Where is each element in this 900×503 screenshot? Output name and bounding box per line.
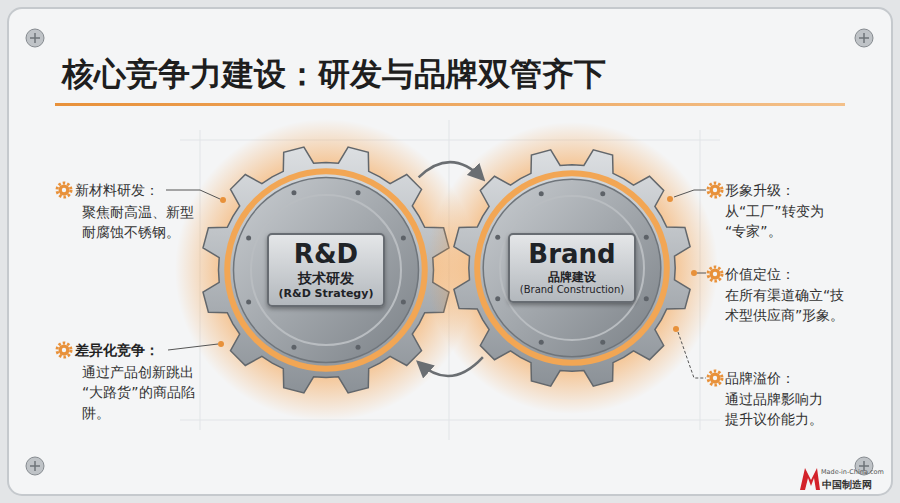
gear-bolt [246, 235, 251, 240]
watermark: Made-in-China.com [821, 469, 884, 476]
gear-icon-hole [713, 376, 717, 380]
gear-title: R&D [279, 239, 374, 270]
gear-inner-ring [251, 195, 401, 345]
gear-bolt [495, 296, 500, 301]
gear-icon-teeth [57, 183, 71, 197]
gear-bolt [401, 235, 406, 240]
gear-icon-hole [62, 188, 66, 192]
leader-dot [691, 270, 697, 276]
gear-icon-teeth [57, 343, 71, 357]
gear-icon-hole [62, 348, 66, 352]
leader-line [678, 332, 706, 378]
callout-heading: 新材料研发： [75, 180, 159, 200]
gear-icon-teeth [708, 371, 722, 385]
callout-heading: 差异化竞争： [75, 340, 159, 360]
gear-icon [57, 343, 71, 357]
gear-bolt [644, 235, 649, 240]
leader-lines [166, 190, 706, 378]
screws [26, 29, 873, 475]
logo-mark [800, 468, 820, 490]
screw-slot [30, 33, 869, 471]
leader-line [674, 190, 706, 197]
gear-icon-hole [713, 188, 717, 192]
gear-bolt [495, 235, 500, 240]
gear-inner-ring [500, 196, 644, 340]
gear-subtitle: 技术研发 [279, 270, 374, 287]
callout-body: 在所有渠道确立“技术型供应商”形象。 [725, 285, 853, 326]
leader-dot [220, 197, 226, 203]
gear-icon-teeth [708, 183, 722, 197]
gear-bolt [356, 345, 361, 350]
leader-dot [673, 326, 679, 332]
gear-icon [708, 183, 722, 197]
leader-line [697, 273, 706, 274]
gear-glow [426, 122, 718, 414]
callout-body: 聚焦耐高温、新型耐腐蚀不锈钢。 [82, 202, 204, 243]
title-underline [55, 103, 845, 106]
title: 核心竞争力建设：研发与品牌双管齐下 [62, 54, 606, 96]
callout-icons [57, 183, 722, 385]
callout-body: 从“工厂”转变为“专家”。 [725, 201, 843, 242]
gear-icon-body [59, 345, 70, 356]
panel [8, 8, 892, 495]
gear-bolt [291, 345, 296, 350]
gear-teeth [203, 147, 449, 393]
watermark: 中国制造网 [822, 479, 872, 490]
grid-line [180, 420, 720, 421]
leader-dot [667, 196, 673, 202]
cycle-arrow [419, 357, 483, 376]
gear-icon-body [710, 269, 721, 280]
gear-bolt [291, 190, 296, 195]
name-plate: Brand品牌建设(Brand Construction) [508, 233, 636, 304]
cycle-arrow [419, 162, 483, 179]
callout-heading: 品牌溢价： [725, 368, 795, 388]
leader-dot [218, 341, 224, 347]
callout-heading: 形象升级： [725, 180, 795, 200]
gear-icon-body [59, 185, 70, 196]
gear-icon [708, 267, 722, 281]
gear-ring [477, 173, 667, 363]
gear [426, 122, 718, 414]
gear-subtitle: 品牌建设 [520, 270, 624, 284]
leader-line [166, 190, 220, 199]
name-plate: R&D技术研发(R&D Strategy) [267, 233, 386, 307]
gear-node: Brand品牌建设(Brand Construction) [452, 148, 692, 388]
leader-line [168, 344, 218, 350]
leader-dots [218, 196, 697, 347]
callout-heading: 价值定位： [725, 264, 795, 284]
gear-icon [57, 183, 71, 197]
callout-body: 通过产品创新跳出“大路货”的商品陷阱。 [82, 362, 202, 423]
callout-body: 通过品牌影响力提升议价能力。 [725, 389, 831, 430]
gear-icon-body [710, 185, 721, 196]
gear-icon-hole [713, 272, 717, 276]
gear-icon-teeth [708, 267, 722, 281]
gear-bolt [600, 191, 605, 196]
gear-icon-body [710, 373, 721, 384]
gear-subtitle: (R&D Strategy) [279, 287, 374, 300]
gear-bolt [246, 300, 251, 305]
gear-node: R&D技术研发(R&D Strategy) [201, 145, 451, 395]
gear-bolt [401, 300, 406, 305]
gear-teeth [454, 150, 690, 386]
gear-disc [483, 179, 661, 357]
gear-bolt [539, 340, 544, 345]
gear-disc [234, 178, 419, 363]
gear-icon [708, 371, 722, 385]
gear-bolt [644, 296, 649, 301]
gear-bolt [539, 191, 544, 196]
gear-bolt [356, 190, 361, 195]
gear-title: Brand [520, 239, 624, 270]
gear-ring [227, 171, 425, 369]
gear-subtitle: (Brand Construction) [520, 284, 624, 296]
gear-bolt [600, 340, 605, 345]
